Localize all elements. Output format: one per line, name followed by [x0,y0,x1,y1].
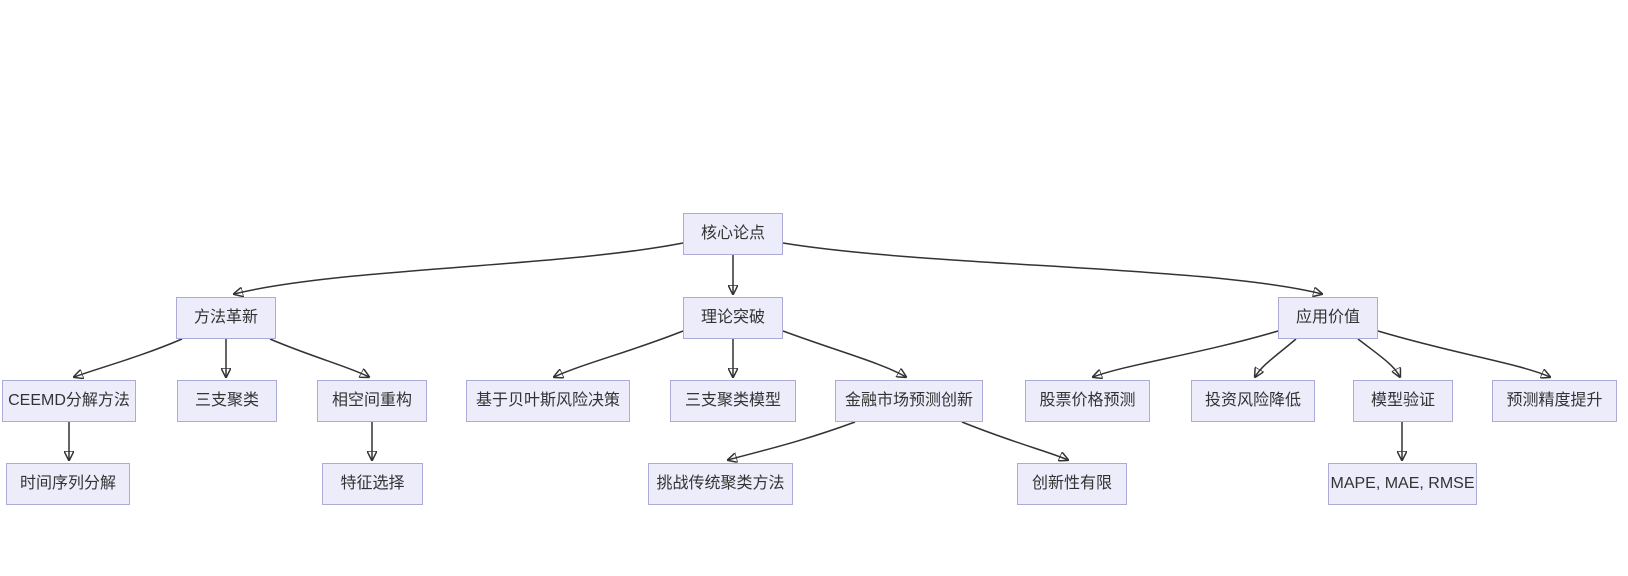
node-method-label: 方法革新 [193,309,258,326]
node-phasespace: 相空间重构 [317,380,427,422]
node-precision: 预测精度提升 [1492,380,1617,422]
edge-theory-finmarket [782,330,906,377]
node-metrics-label: MAPE, MAE, RMSE [1330,475,1475,492]
node-application-label: 应用价值 [1295,309,1360,326]
node-theory: 理论突破 [683,297,783,339]
node-metrics: MAPE, MAE, RMSE [1328,463,1477,505]
node-threeway-label: 三支聚类 [194,392,259,409]
node-twcmodel: 三支聚类模型 [670,380,796,422]
edge-core-application [782,242,1322,294]
edge-application-stock [1093,330,1279,377]
node-feature-label: 特征选择 [340,475,405,492]
node-theory-label: 理论突破 [700,309,765,326]
node-application: 应用价值 [1278,297,1378,339]
node-method: 方法革新 [176,297,276,339]
node-ceemd-label: CEEMD分解方法 [8,392,130,409]
node-finmarket: 金融市场预测创新 [835,380,983,422]
edge-theory-bayes [554,330,684,377]
edge-core-method [234,242,684,294]
node-precision-label: 预测精度提升 [1506,392,1603,409]
node-ceemd: CEEMD分解方法 [2,380,136,422]
node-tsdecomp: 时间序列分解 [6,463,130,505]
node-bayes-label: 基于贝叶斯风险决策 [475,392,620,409]
node-risk: 投资风险降低 [1191,380,1315,422]
edge-application-precision [1377,330,1550,377]
node-challenge: 挑战传统聚类方法 [648,463,793,505]
node-risk-label: 投资风险降低 [1204,392,1301,409]
node-stock: 股票价格预测 [1025,380,1150,422]
edge-finmarket-challenge [728,421,856,460]
edge-method-phasespace [269,338,369,377]
node-limited: 创新性有限 [1017,463,1127,505]
node-validation-label: 模型验证 [1370,392,1435,409]
node-finmarket-label: 金融市场预测创新 [844,392,973,409]
node-challenge-label: 挑战传统聚类方法 [656,475,785,492]
node-twcmodel-label: 三支聚类模型 [684,392,781,409]
node-threeway: 三支聚类 [177,380,277,422]
edge-application-risk [1255,338,1297,377]
node-stock-label: 股票价格预测 [1039,392,1136,409]
edge-finmarket-limited [961,421,1068,460]
node-feature: 特征选择 [322,463,423,505]
node-core: 核心论点 [683,213,783,255]
edge-method-ceemd [74,338,183,377]
node-phasespace-label: 相空间重构 [331,392,412,409]
node-core-label: 核心论点 [700,225,765,242]
node-validation: 模型验证 [1353,380,1453,422]
node-tsdecomp-label: 时间序列分解 [19,475,116,492]
node-limited-label: 创新性有限 [1031,475,1112,492]
edge-application-validation [1357,338,1400,377]
node-bayes: 基于贝叶斯风险决策 [466,380,630,422]
